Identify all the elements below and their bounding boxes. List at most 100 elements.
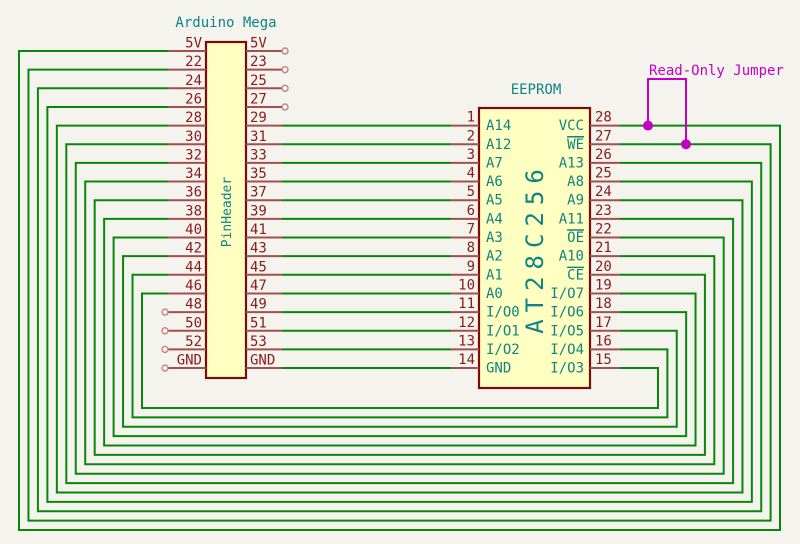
eeprom-pin-number-14[interactable]: 14 <box>458 352 475 368</box>
eeprom-pin-name-A13[interactable]: A13 <box>559 155 584 171</box>
eeprom-pin-name-GND[interactable]: GND <box>486 361 511 377</box>
arduino-pin-label-right-49[interactable]: 49 <box>250 297 267 313</box>
arduino-title[interactable]: Arduino Mega <box>175 15 276 31</box>
eeprom-pin-name-A11[interactable]: A11 <box>559 211 584 227</box>
wire-42-to-I/O5[interactable] <box>122 255 678 428</box>
arduino-pin-label-right-43[interactable]: 43 <box>250 241 267 257</box>
arduino-pin-label-left-26[interactable]: 26 <box>185 91 202 107</box>
eeprom-pin-name-I/O2[interactable]: I/O2 <box>486 342 520 358</box>
eeprom-pin-number-13[interactable]: 13 <box>458 333 475 349</box>
arduino-pin-label-right-39[interactable]: 39 <box>250 203 267 219</box>
arduino-pin-label-right-35[interactable]: 35 <box>250 166 267 182</box>
eeprom-pin-name-A10[interactable]: A10 <box>559 249 584 265</box>
arduino-pin-label-right-23[interactable]: 23 <box>250 54 267 70</box>
eeprom-pin-name-A1[interactable]: A1 <box>486 267 503 283</box>
eeprom-pin-name-I/O6[interactable]: I/O6 <box>550 305 584 321</box>
read-only-jumper-wire[interactable] <box>647 78 687 145</box>
eeprom-pin-name-I/O1[interactable]: I/O1 <box>486 323 520 339</box>
eeprom-pin-name-A9[interactable]: A9 <box>567 193 584 209</box>
arduino-pin-label-left-34[interactable]: 34 <box>185 166 202 182</box>
eeprom-pin-number-28[interactable]: 28 <box>595 110 612 126</box>
wire-26-to-A8[interactable] <box>46 105 753 503</box>
arduino-pin-label-left-GND[interactable]: GND <box>177 353 202 369</box>
eeprom-pin-name-OE[interactable]: OE <box>567 230 584 246</box>
arduino-pin-label-left-48[interactable]: 48 <box>185 297 202 313</box>
eeprom-pin-number-4[interactable]: 4 <box>467 166 475 182</box>
arduino-pin-label-left-40[interactable]: 40 <box>185 222 202 238</box>
eeprom-pin-name-WE[interactable]: WE <box>567 137 584 153</box>
eeprom-pin-number-8[interactable]: 8 <box>467 240 475 256</box>
wire-44-to-I/O4[interactable] <box>131 273 669 419</box>
arduino-pin-label-left-46[interactable]: 46 <box>185 278 202 294</box>
eeprom-pin-name-I/O4[interactable]: I/O4 <box>550 342 584 358</box>
eeprom-pin-name-CE[interactable]: CE <box>567 267 584 283</box>
junction-dot-vcc[interactable] <box>643 120 653 131</box>
wire-30-to-A11[interactable] <box>65 143 735 485</box>
eeprom-pin-number-3[interactable]: 3 <box>467 147 475 163</box>
arduino-pin-label-right-29[interactable]: 29 <box>250 110 267 126</box>
eeprom-pin-name-A2[interactable]: A2 <box>486 249 503 265</box>
eeprom-pin-name-A5[interactable]: A5 <box>486 193 503 209</box>
arduino-body[interactable] <box>204 40 248 380</box>
eeprom-part-label[interactable]: AT28C256 <box>521 162 549 334</box>
eeprom-pin-number-26[interactable]: 26 <box>595 147 612 163</box>
eeprom-pin-number-2[interactable]: 2 <box>467 128 475 144</box>
eeprom-pin-number-1[interactable]: 1 <box>467 110 475 126</box>
eeprom-pin-name-I/O3[interactable]: I/O3 <box>550 361 584 377</box>
arduino-pin-label-right-25[interactable]: 25 <box>250 73 267 89</box>
arduino-pin-label-left-30[interactable]: 30 <box>185 129 202 145</box>
wire-38-to-I/O7[interactable] <box>103 217 697 447</box>
wire-28-to-A9[interactable] <box>55 124 744 494</box>
eeprom-pin-name-A8[interactable]: A8 <box>567 174 584 190</box>
wire-32-to-OE[interactable] <box>74 161 725 475</box>
arduino-pin-label-left-22[interactable]: 22 <box>185 54 202 70</box>
wire-22-to-WE[interactable] <box>27 68 772 522</box>
eeprom-pin-name-I/O7[interactable]: I/O7 <box>550 286 584 302</box>
arduino-pin-label-right-5V[interactable]: 5V <box>250 36 267 52</box>
eeprom-pin-name-A6[interactable]: A6 <box>486 174 503 190</box>
eeprom-pin-number-5[interactable]: 5 <box>467 184 475 200</box>
read-only-jumper-label[interactable]: Read-Only Jumper <box>649 63 784 79</box>
eeprom-pin-number-21[interactable]: 21 <box>595 240 612 256</box>
arduino-pin-label-left-42[interactable]: 42 <box>185 241 202 257</box>
wire-40-to-I/O6[interactable] <box>112 236 688 438</box>
wire-46-to-I/O3[interactable] <box>140 292 659 409</box>
arduino-pin-label-right-33[interactable]: 33 <box>250 147 267 163</box>
eeprom-pin-name-A3[interactable]: A3 <box>486 230 503 246</box>
eeprom-pin-number-10[interactable]: 10 <box>458 277 475 293</box>
eeprom-pin-number-11[interactable]: 11 <box>458 296 475 312</box>
wire-5V-to-VCC[interactable] <box>18 50 781 531</box>
arduino-pin-label-left-24[interactable]: 24 <box>185 73 202 89</box>
arduino-pin-label-left-52[interactable]: 52 <box>185 334 202 350</box>
eeprom-pin-number-23[interactable]: 23 <box>595 203 612 219</box>
arduino-part-label[interactable]: PinHeader <box>220 177 235 248</box>
arduino-pin-label-left-36[interactable]: 36 <box>185 185 202 201</box>
eeprom-pin-number-27[interactable]: 27 <box>595 128 612 144</box>
eeprom-pin-number-24[interactable]: 24 <box>595 184 612 200</box>
eeprom-pin-number-6[interactable]: 6 <box>467 203 475 219</box>
eeprom-pin-number-25[interactable]: 25 <box>595 166 612 182</box>
eeprom-pin-name-A7[interactable]: A7 <box>486 155 503 171</box>
eeprom-pin-number-12[interactable]: 12 <box>458 315 475 331</box>
arduino-pin-label-right-53[interactable]: 53 <box>250 334 267 350</box>
eeprom-pin-name-I/O5[interactable]: I/O5 <box>550 323 584 339</box>
junction-dot-we[interactable] <box>681 139 691 150</box>
eeprom-pin-number-20[interactable]: 20 <box>595 259 612 275</box>
arduino-pin-label-left-28[interactable]: 28 <box>185 110 202 126</box>
eeprom-pin-number-17[interactable]: 17 <box>595 315 612 331</box>
eeprom-title[interactable]: EEPROM <box>511 82 562 98</box>
arduino-pin-label-left-32[interactable]: 32 <box>185 147 202 163</box>
eeprom-pin-name-A14[interactable]: A14 <box>486 118 511 134</box>
wire-34-to-A10[interactable] <box>84 180 716 466</box>
arduino-pin-label-right-31[interactable]: 31 <box>250 129 267 145</box>
wire-24-to-A13[interactable] <box>36 87 763 513</box>
eeprom-pin-number-19[interactable]: 19 <box>595 277 612 293</box>
arduino-pin-label-left-5V[interactable]: 5V <box>185 36 202 52</box>
eeprom-pin-name-I/O0[interactable]: I/O0 <box>486 305 520 321</box>
arduino-pin-label-right-27[interactable]: 27 <box>250 91 267 107</box>
eeprom-pin-name-VCC[interactable]: VCC <box>559 118 584 134</box>
eeprom-pin-name-A12[interactable]: A12 <box>486 137 511 153</box>
arduino-pin-label-left-44[interactable]: 44 <box>185 259 202 275</box>
arduino-pin-label-right-41[interactable]: 41 <box>250 222 267 238</box>
eeprom-pin-name-A4[interactable]: A4 <box>486 211 503 227</box>
